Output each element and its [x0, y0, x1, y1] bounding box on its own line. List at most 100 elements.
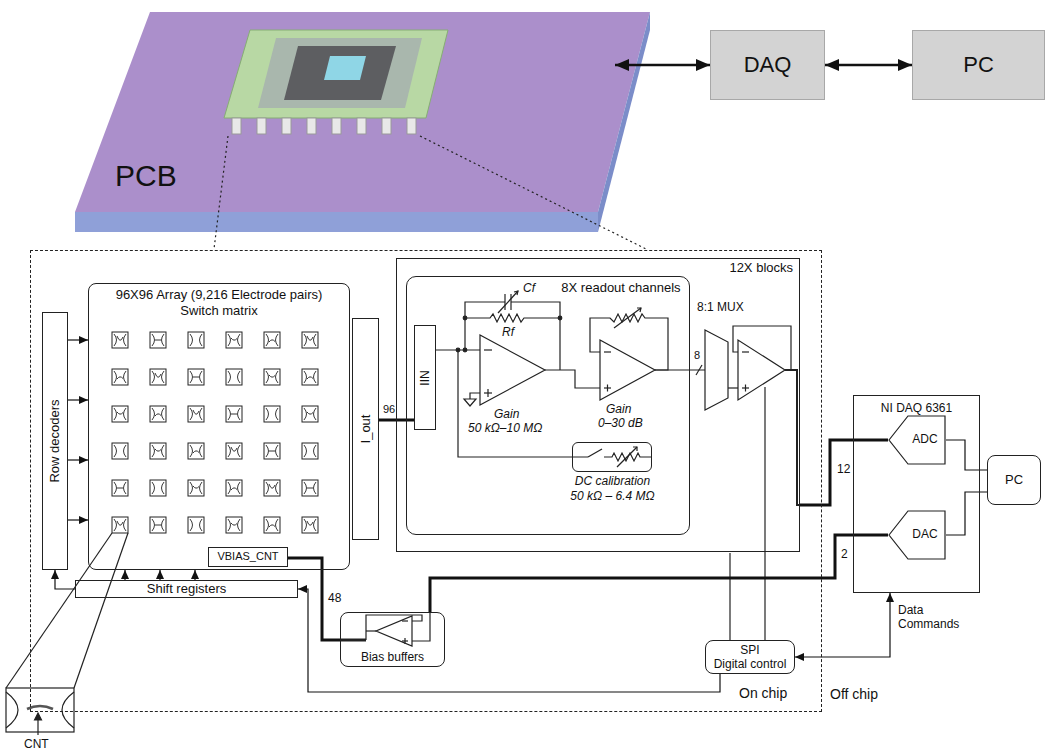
node-label: Digital control	[706, 657, 794, 671]
electrode-cell-part	[150, 406, 166, 422]
bias-input: VBIAS_CNT	[208, 547, 288, 567]
electrode-cell	[302, 480, 318, 496]
readout-circuit-part	[614, 308, 641, 328]
bias-buffer-circuit-part	[366, 615, 422, 640]
electrode-cell-part	[124, 445, 127, 457]
readout-channels: 8X readout channelsIINDC calibration50 k…	[406, 276, 690, 535]
electrode-cell-part	[307, 412, 313, 414]
node-label: On chip	[739, 685, 787, 702]
electrode-cell	[188, 332, 204, 348]
electrode-cell-part	[276, 408, 279, 420]
pc-box: PC	[987, 455, 1041, 505]
electrode-cell-part	[200, 482, 203, 494]
on-chip-region: On chipRow decoders96X96 Array (9,216 El…	[30, 250, 822, 712]
bus-label: 2	[840, 547, 849, 561]
electrode-cell-part	[228, 445, 231, 457]
readout-circuit-part	[458, 350, 588, 457]
zoom-lines	[214, 136, 646, 249]
electrode-array	[112, 332, 318, 533]
node-label: Bias buffers	[341, 650, 444, 664]
electrode-cell-part	[314, 482, 317, 494]
electrode-cell	[302, 406, 318, 422]
readout-circuit-part	[617, 447, 637, 467]
readout-circuit-part	[484, 349, 492, 350]
connector	[68, 519, 88, 520]
electrode-cell-part	[238, 445, 241, 457]
electrode-cell-part	[269, 375, 275, 377]
node-label: Switch matrix	[89, 303, 349, 319]
chip-package-part	[307, 118, 316, 134]
chip-package-part	[257, 118, 266, 134]
electrode-cell-part	[114, 482, 117, 494]
readout-circuit	[436, 291, 800, 640]
electrode-cell-part	[152, 519, 155, 531]
readout-circuit-part	[705, 330, 728, 410]
chip-package-part	[332, 118, 341, 134]
electrode-cell-part	[266, 519, 269, 531]
readout-circuit-part	[465, 314, 560, 322]
connector	[946, 492, 987, 535]
chip-package-part	[284, 46, 396, 100]
electrode-cell-part	[238, 519, 241, 531]
electrode-cell-part	[112, 406, 128, 422]
connector	[298, 589, 720, 692]
electrode-cell-part	[155, 340, 161, 341]
electrode-cell-part	[152, 408, 155, 420]
electrode-cell-part	[193, 377, 199, 378]
connector	[800, 440, 888, 505]
electrode-cell-part	[269, 340, 275, 342]
electrode-cell	[188, 369, 204, 385]
electrode-cell-part	[266, 334, 269, 346]
electrode-cell	[112, 406, 128, 422]
electrode-cell-part	[155, 525, 161, 526]
electrode-cell-part	[307, 488, 313, 489]
readout-circuit-part	[463, 316, 467, 320]
electrode-cell-part	[266, 371, 269, 383]
readout-circuit-part	[604, 351, 611, 352]
readout-circuit-part	[511, 302, 560, 370]
electrode-cell-part	[117, 336, 123, 340]
electrode-cell-part	[264, 332, 280, 348]
electrode-cell-part	[162, 482, 165, 494]
electrode-cell-part	[264, 480, 280, 496]
electrode-cell-part	[112, 369, 128, 385]
electrode-cell-part	[112, 517, 128, 533]
bias-buffer-circuit-part	[412, 613, 430, 641]
electrode-cell	[226, 332, 242, 348]
ni-daq-box: NI DAQ 6361ADCDAC	[853, 395, 980, 593]
electrode-cell-part	[307, 521, 313, 525]
electrode-cell	[112, 369, 128, 385]
electrode-cell	[226, 443, 242, 459]
electrode-cell	[302, 332, 318, 348]
pc-box: PC	[912, 30, 1045, 100]
electrode-cell-part	[304, 482, 307, 494]
electrode-cell-part	[226, 480, 242, 496]
chip-package-part	[258, 38, 422, 108]
electrode-cell-part	[152, 334, 155, 346]
electrode-cell-part	[190, 519, 193, 531]
node-label: I_out	[358, 415, 374, 444]
electrode-cell-part	[193, 410, 199, 414]
electrode-cell-part	[188, 406, 204, 422]
electrode-cell-part	[152, 371, 155, 383]
part-label: CNT	[24, 737, 49, 751]
electrode-cell-part	[150, 443, 166, 459]
readout-circuit-part	[463, 348, 467, 352]
electrode-cell-part	[226, 332, 242, 348]
electrode-cell-part	[302, 443, 318, 459]
electrode-cell-part	[238, 482, 241, 494]
readout-circuit-part	[728, 387, 738, 388]
readout-circuit-part	[558, 316, 562, 320]
electrode-cell-part	[117, 488, 123, 489]
electrode-cell-part	[264, 369, 280, 385]
readout-circuit-part	[487, 389, 488, 397]
electrode-cell	[226, 406, 242, 422]
pcb-board: PCB	[75, 12, 615, 232]
electrode-cell-part	[302, 480, 318, 496]
electrode-cell	[188, 517, 204, 533]
electrode-cell-part	[200, 519, 203, 531]
electrode-cell	[264, 443, 280, 459]
electrode-cell-part	[114, 371, 117, 383]
readout-circuit-part	[465, 302, 505, 350]
electrode-cell-part	[264, 517, 280, 533]
